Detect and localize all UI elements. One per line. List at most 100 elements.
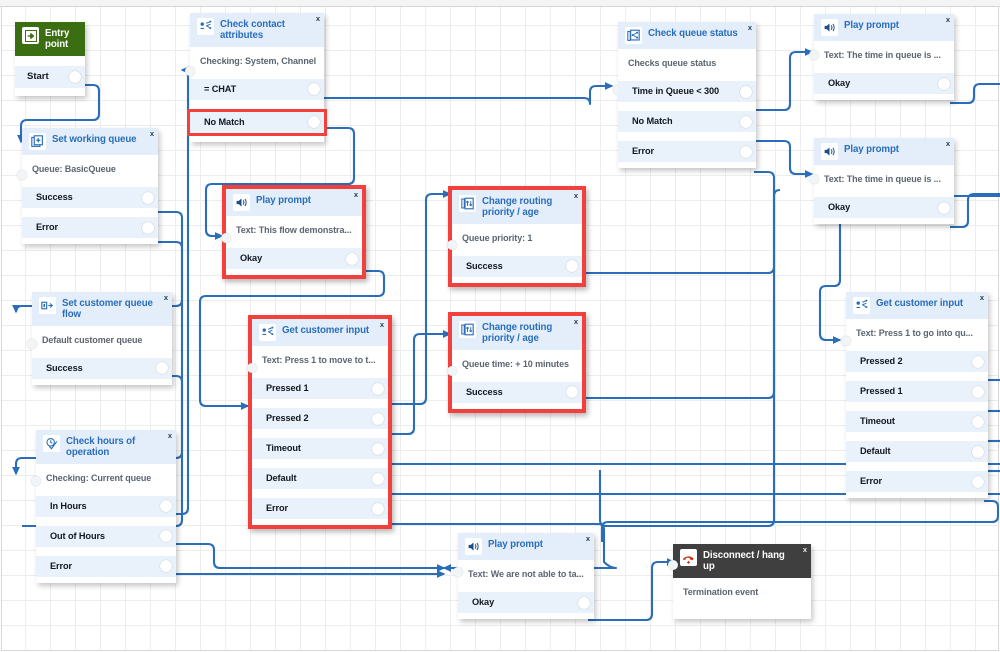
close-icon[interactable]: x [979, 293, 984, 302]
node-set-working-queue[interactable]: Set working queue x Queue: BasicQueue Su… [17, 128, 158, 244]
branch-timeout[interactable]: Timeout [252, 438, 388, 459]
node-inport[interactable] [27, 339, 37, 349]
branch-error[interactable]: Error [36, 555, 176, 577]
branch-port[interactable] [372, 412, 384, 425]
branch-port[interactable] [972, 445, 984, 458]
branch-success[interactable]: Success [32, 357, 172, 379]
branch-port[interactable] [372, 382, 384, 395]
branch-error[interactable]: Error [618, 141, 756, 162]
branch-success[interactable]: Success [452, 381, 582, 403]
branch-port[interactable] [160, 530, 172, 543]
close-icon[interactable]: x [573, 191, 578, 200]
branch-port[interactable] [142, 191, 154, 204]
branch-chat[interactable]: = CHAT [190, 78, 324, 100]
close-icon[interactable]: x [379, 320, 384, 329]
branch-port[interactable] [156, 362, 168, 375]
node-check-hours-of-operation[interactable]: Check hours of operation x Checking: Cur… [31, 430, 176, 583]
branch-port[interactable] [566, 386, 578, 399]
close-icon[interactable]: x [315, 14, 320, 23]
branch-port[interactable] [160, 500, 172, 513]
branch-port[interactable] [308, 83, 320, 96]
branch-port[interactable] [372, 442, 384, 455]
branch-port[interactable] [566, 260, 578, 273]
branch-port[interactable] [578, 596, 590, 609]
branch-port[interactable] [740, 115, 752, 128]
node-set-customer-queue-flow[interactable]: Set customer queue flow x Default custom… [27, 292, 172, 385]
customer-queue-flow-icon [39, 297, 56, 314]
branch-no-match[interactable]: No Match [618, 111, 756, 132]
node-inport[interactable] [185, 66, 195, 76]
close-icon[interactable]: x [167, 431, 172, 440]
branch-pressed-2[interactable]: Pressed 2 [846, 351, 988, 372]
node-play-prompt-flow-demo[interactable]: Play prompt x Text: This flow demonstra.… [221, 185, 366, 279]
branch-port[interactable] [372, 502, 384, 515]
branch-okay[interactable]: Okay [814, 73, 954, 94]
close-icon[interactable]: x [585, 534, 590, 543]
node-inport[interactable] [447, 240, 457, 250]
branch-port[interactable] [972, 415, 984, 428]
node-get-customer-input-queue[interactable]: Get customer input x Text: Press 1 to go… [841, 292, 988, 498]
branch-success[interactable]: Success [452, 255, 582, 277]
close-icon[interactable]: x [573, 317, 578, 326]
node-inport[interactable] [668, 560, 678, 570]
close-icon[interactable]: x [163, 293, 168, 302]
branch-port[interactable] [308, 116, 320, 129]
node-inport[interactable] [31, 476, 41, 486]
branch-time-in-queue[interactable]: Time in Queue < 300 [618, 81, 756, 102]
node-inport[interactable] [453, 567, 463, 577]
node-change-routing-age[interactable]: Change routing priority / age x Queue ti… [447, 312, 586, 413]
node-check-queue-status[interactable]: Check queue status x Checks queue status… [613, 22, 756, 168]
branch-port[interactable] [160, 560, 172, 573]
branch-okay[interactable]: Okay [226, 248, 362, 269]
node-inport[interactable] [809, 174, 819, 184]
branch-okay[interactable]: Okay [458, 592, 594, 613]
node-inport[interactable] [809, 50, 819, 60]
branch-okay[interactable]: Okay [814, 197, 954, 218]
node-inport[interactable] [17, 170, 27, 180]
branch-timeout[interactable]: Timeout [846, 411, 988, 432]
branch-out-of-hours[interactable]: Out of Hours [36, 525, 176, 547]
branch-port[interactable] [972, 385, 984, 398]
branch-default[interactable]: Default [846, 441, 988, 462]
close-icon[interactable]: x [945, 15, 950, 24]
node-inport[interactable] [841, 336, 851, 346]
node-play-prompt-time-queue-2[interactable]: Play prompt x Text: The time in queue is… [809, 138, 954, 224]
node-get-customer-input-press1[interactable]: Get customer input x Text: Press 1 to mo… [247, 315, 392, 529]
branch-port[interactable] [346, 252, 358, 265]
node-play-prompt-time-queue-1[interactable]: Play prompt x Text: The time in queue is… [809, 14, 954, 100]
branch-start[interactable]: Start [15, 65, 85, 88]
branch-default[interactable]: Default [252, 468, 388, 489]
branch-port[interactable] [972, 355, 984, 368]
branch-pressed-1[interactable]: Pressed 1 [252, 378, 388, 399]
node-disconnect-hang-up[interactable]: Disconnect / hang up x Termination event [668, 544, 811, 619]
branch-pressed-2[interactable]: Pressed 2 [252, 408, 388, 429]
branch-port[interactable] [372, 472, 384, 485]
branch-port[interactable] [740, 145, 752, 158]
branch-no-match[interactable]: No Match [187, 108, 327, 136]
branch-in-hours[interactable]: In Hours [36, 495, 176, 517]
branch-error[interactable]: Error [252, 498, 388, 519]
node-play-prompt-not-able[interactable]: Play prompt x Text: We are not able to t… [453, 533, 594, 619]
branch-port[interactable] [938, 77, 950, 90]
node-inport[interactable] [447, 366, 457, 376]
node-inport[interactable] [221, 233, 231, 243]
branch-port[interactable] [740, 85, 752, 98]
close-icon[interactable]: x [747, 23, 752, 32]
branch-port[interactable] [69, 70, 81, 83]
close-icon[interactable]: x [149, 129, 154, 138]
close-icon[interactable]: x [353, 190, 358, 199]
node-inport[interactable] [247, 363, 257, 373]
branch-port[interactable] [142, 221, 154, 234]
branch-port[interactable] [972, 475, 984, 488]
branch-port[interactable] [938, 201, 950, 214]
node-change-routing-priority[interactable]: Change routing priority / age x Queue pr… [447, 186, 586, 287]
close-icon[interactable]: x [945, 139, 950, 148]
branch-error[interactable]: Error [22, 217, 158, 238]
close-icon[interactable]: x [802, 545, 807, 554]
branch-pressed-1[interactable]: Pressed 1 [846, 381, 988, 402]
node-check-contact-attributes[interactable]: Check contact attributes x Checking: Sys… [185, 13, 327, 142]
branch-success[interactable]: Success [22, 187, 158, 208]
branch-error[interactable]: Error [846, 471, 988, 492]
node-entry-point[interactable]: Entry point Start [15, 22, 85, 96]
